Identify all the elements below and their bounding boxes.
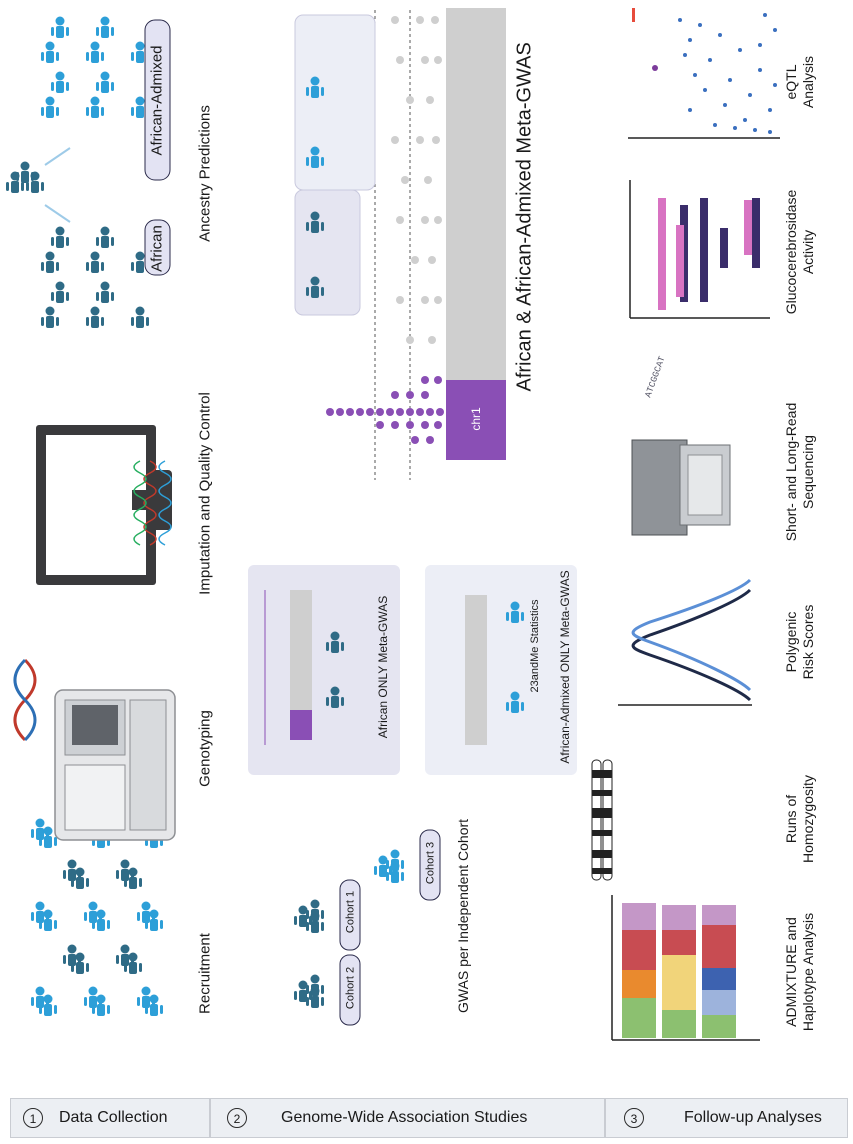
workflow-figure: ATCGGCAT bbox=[6, 8, 780, 1041]
recruitment-people-icon bbox=[31, 818, 163, 1016]
chr-label: chr1 bbox=[469, 407, 483, 431]
combined-manhattan-plot bbox=[294, 8, 506, 480]
combined-gwas-title: African & African-Admixed Meta-GWAS bbox=[513, 42, 536, 392]
gcase-bar-chart bbox=[629, 180, 770, 319]
step-data-collection[interactable]: 1 Data Collection bbox=[10, 1098, 210, 1138]
chromosome-icon bbox=[591, 759, 613, 881]
recruitment-label: Recruitment bbox=[196, 933, 214, 1014]
genotyping-machine-icon bbox=[13, 658, 176, 841]
step-3-icon: 3 bbox=[624, 1108, 644, 1128]
admixed-only-label: African-Admixed ONLY Meta-GWAS bbox=[558, 570, 572, 764]
risk-score-curves bbox=[618, 578, 752, 706]
step-3-label: Follow-up Analyses bbox=[684, 1109, 822, 1126]
svg-text:ATCGGCAT: ATCGGCAT bbox=[643, 354, 667, 399]
african-only-panel bbox=[248, 565, 400, 775]
african-only-label: African ONLY Meta-GWAS bbox=[376, 595, 390, 739]
sequencer-icon: ATCGGCAT bbox=[631, 354, 731, 536]
monitor-icon bbox=[36, 425, 172, 585]
step-2-label: Genome-Wide Association Studies bbox=[281, 1109, 528, 1126]
cohort2-tag: Cohort 2 bbox=[344, 966, 357, 1010]
step-follow-up[interactable]: 3 Follow-up Analyses bbox=[605, 1098, 848, 1138]
imputation-label: Imputation and Quality Control bbox=[196, 392, 214, 595]
step-1-icon: 1 bbox=[23, 1108, 43, 1128]
cohort-people-icon bbox=[294, 829, 441, 1026]
african-tag: African bbox=[148, 225, 166, 272]
admixed-tag: African-Admixed bbox=[148, 45, 166, 156]
admixture-label: ADMIXTURE and Haplotype Analysis bbox=[783, 912, 816, 1032]
cohort3-tag: Cohort 3 bbox=[424, 841, 437, 885]
ancestry-label: Ancestry Predictions bbox=[196, 105, 214, 242]
eqtl-scatter-plot bbox=[628, 8, 780, 139]
admixture-bar-chart bbox=[611, 895, 760, 1041]
genotyping-label: Genotyping bbox=[196, 710, 214, 787]
gwas-per-cohort-label: GWAS per Independent Cohort bbox=[455, 818, 471, 1013]
stats-23andme-tag: 23andMe Statistics bbox=[529, 599, 541, 693]
ancestry-people-icon bbox=[6, 16, 171, 328]
gcase-label: Glucocerebrosidase Activity bbox=[783, 189, 816, 315]
cohort1-tag: Cohort 1 bbox=[344, 890, 357, 934]
sequencing-label: Short- and Long-Read Sequencing bbox=[783, 402, 816, 542]
eqtl-label: eQTL Analysis bbox=[783, 55, 816, 109]
step-gwas[interactable]: 2 Genome-Wide Association Studies bbox=[210, 1098, 605, 1138]
admixed-only-panel bbox=[425, 565, 577, 775]
step-2-icon: 2 bbox=[227, 1108, 247, 1128]
roh-label: Runs of Homozygosity bbox=[783, 775, 816, 863]
step-1-label: Data Collection bbox=[59, 1109, 168, 1126]
prs-label: Polygenic Risk Scores bbox=[783, 604, 816, 680]
